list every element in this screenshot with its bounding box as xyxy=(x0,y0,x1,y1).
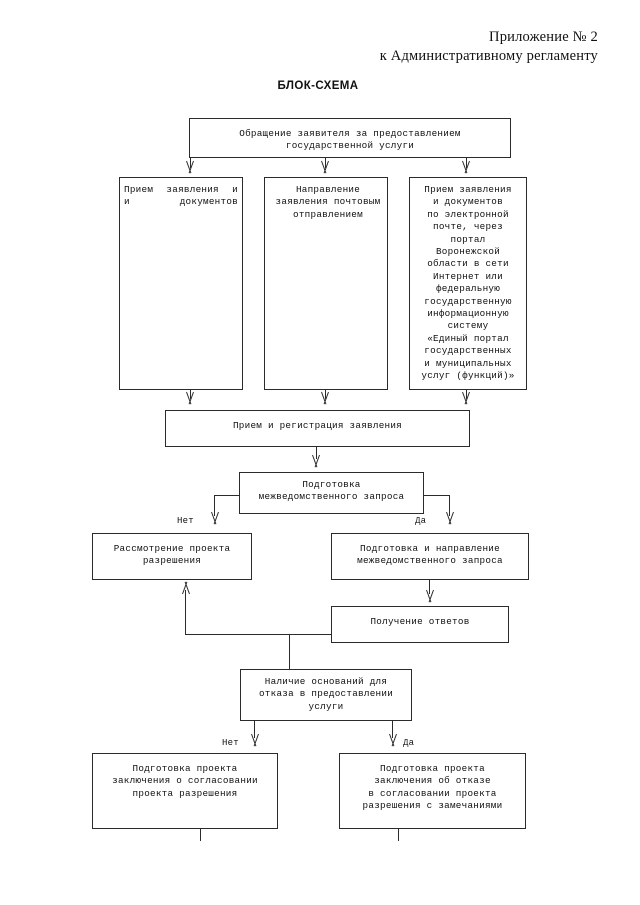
arrow-to-intake-mail xyxy=(318,161,332,173)
arrow-inperson-to-registration xyxy=(183,392,197,404)
label-refusal-no: Нет xyxy=(222,738,239,748)
header-line-1: Приложение № 2 xyxy=(489,29,598,45)
connector-prepare-right-v xyxy=(449,495,450,516)
connector-approve-down xyxy=(200,829,201,841)
connector-prepare-left-h xyxy=(214,495,240,496)
node-intake-electronic: Прием заявления и документов по электрон… xyxy=(409,177,527,390)
connector-refusal-right-v xyxy=(392,721,393,738)
node-intake-inperson-label: Прием заявления и и документов xyxy=(124,184,238,208)
arrow-refusal-yes xyxy=(386,734,400,746)
node-approve-draft: Подготовка проекта заключения о согласов… xyxy=(92,753,278,829)
arrow-to-intake-electronic xyxy=(459,161,473,173)
connector-loop-down xyxy=(289,634,290,669)
node-send-request-label: Подготовка и направление межведомственно… xyxy=(357,543,503,567)
arrow-electronic-to-registration xyxy=(459,392,473,404)
node-refuse-draft-label: Подготовка проекта заключения об отказе … xyxy=(362,763,503,812)
connector-loop-h xyxy=(185,634,332,635)
node-intake-inperson: Прием заявления и и документов xyxy=(119,177,243,390)
node-otvety-label: Получение ответов xyxy=(370,616,470,627)
arrow-to-prepare-request xyxy=(309,455,323,467)
node-refuse-draft: Подготовка проекта заключения об отказе … xyxy=(339,753,526,829)
arrow-prepare-no xyxy=(208,512,222,524)
arrow-mail-to-registration xyxy=(318,392,332,404)
node-refusal-check: Наличие оснований для отказа в предостав… xyxy=(240,669,412,721)
connector-prepare-right-h xyxy=(424,495,450,496)
connector-prepare-left-v xyxy=(214,495,215,516)
node-intake-mail-label: Направление заявления почтовым отправлен… xyxy=(275,184,381,220)
arrow-to-intake-inperson xyxy=(183,161,197,173)
node-send-request: Подготовка и направление межведомственно… xyxy=(331,533,529,580)
node-registration-label: Прием и регистрация заявления xyxy=(232,420,403,431)
node-registration: Прием и регистрация заявления xyxy=(165,410,470,447)
header-line-2: к Административному регламенту xyxy=(379,48,598,64)
node-otvety: Получение ответов xyxy=(331,606,509,643)
node-start: Обращение заявителя за предоставлением г… xyxy=(189,118,511,158)
arrow-to-otvety xyxy=(423,590,437,602)
node-prepare-request: Подготовка межведомственного запроса xyxy=(239,472,424,514)
node-prepare-request-label: Подготовка межведомственного запроса xyxy=(258,479,405,503)
document-header: Приложение № 2 к Административному регла… xyxy=(380,28,598,66)
arrow-prepare-yes xyxy=(443,512,457,524)
arrow-loop-to-review xyxy=(179,581,193,593)
connector-refusal-left-v xyxy=(254,721,255,738)
label-refusal-yes: Да xyxy=(403,738,415,748)
node-intake-mail: Направление заявления почтовым отправлен… xyxy=(264,177,388,390)
node-review-draft: Рассмотрение проекта разрешения xyxy=(92,533,252,580)
label-prepare-no: Нет xyxy=(177,516,194,526)
label-prepare-yes: Да xyxy=(415,516,427,526)
node-intake-electronic-label: Прием заявления и документов по электрон… xyxy=(421,184,515,382)
node-approve-draft-label: Подготовка проекта заключения о согласов… xyxy=(112,763,258,799)
page-title: БЛОК-СХЕМА xyxy=(0,80,640,92)
connector-loop-v xyxy=(185,590,186,635)
connector-refuse-down xyxy=(398,829,399,841)
connector-registration-down xyxy=(316,447,317,459)
node-review-draft-label: Рассмотрение проекта разрешения xyxy=(113,543,231,567)
node-refusal-check-label: Наличие оснований для отказа в предостав… xyxy=(258,676,394,712)
connector-sendreq-down xyxy=(429,580,430,594)
arrow-refusal-no xyxy=(248,734,262,746)
page-title-text: БЛОК-СХЕМА xyxy=(277,80,359,92)
node-start-label: Обращение заявителя за предоставлением г… xyxy=(239,128,461,152)
